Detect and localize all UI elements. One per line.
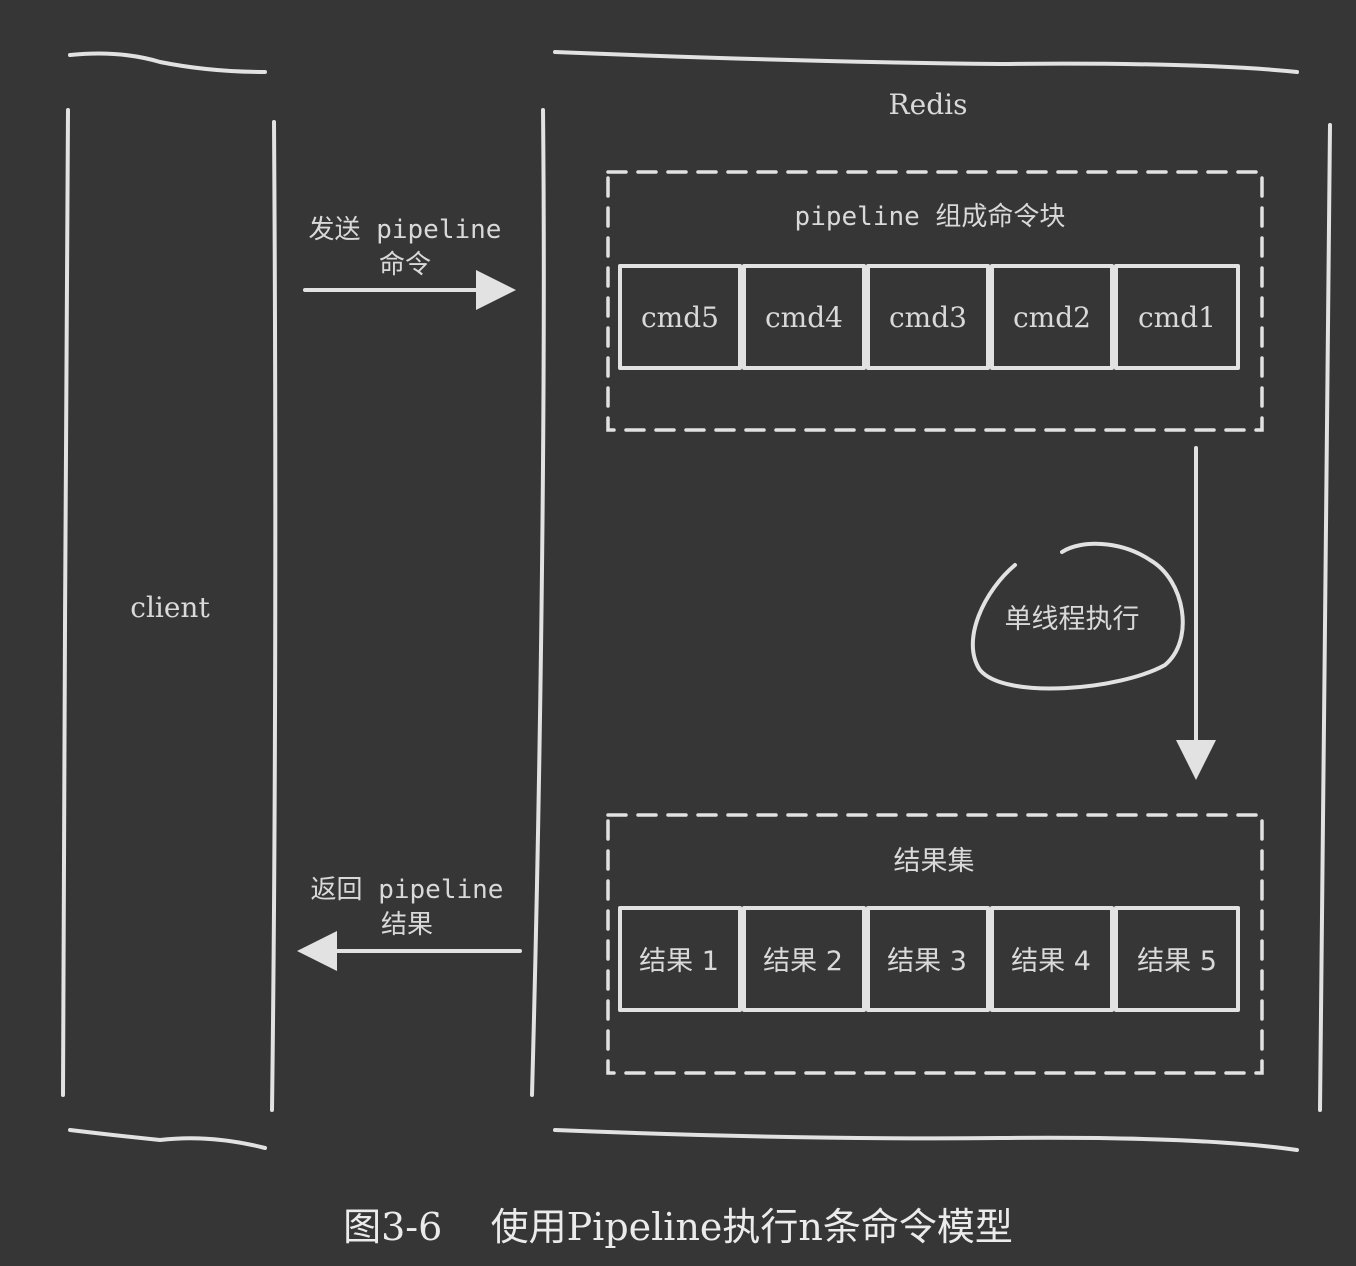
result-set-title: 结果集 [894,846,975,877]
send-label-line2: 命令 [379,250,431,280]
result-cell-label: 结果 2 [763,946,843,977]
command-cell [742,264,866,370]
result-cell [742,906,866,1012]
return-label-line2: 结果 [381,910,433,940]
command-cell-label: cmd1 [1138,301,1216,334]
result-cell-label: 结果 3 [887,946,967,977]
redis-column [530,50,1332,1152]
return-label-line1: 返回 pipeline [311,875,504,905]
command-cell [618,264,742,370]
command-cell [990,264,1114,370]
result-cell [990,906,1114,1012]
command-cell [1114,264,1240,370]
client-label: client [130,591,210,624]
command-cell-label: cmd2 [1013,301,1091,334]
command-cell-label: cmd3 [889,301,967,334]
execution-label: 单线程执行 [1005,604,1140,635]
figure-caption: 图3-6 使用Pipeline执行n条命令模型 [343,1205,1013,1249]
command-block-title: pipeline 组成命令块 [795,202,1066,232]
send-label-line1: 发送 pipeline [309,215,502,245]
execution-loop [970,541,1185,691]
result-cell [1114,906,1240,1012]
command-cells [618,264,1240,370]
command-cell [866,264,990,370]
command-block-frame [606,170,1264,432]
result-cell [618,906,742,1012]
result-cell-label: 结果 4 [1011,946,1091,977]
pipeline-diagram: client Redis 发送 pipeline 命令 返回 pipeline … [61,50,1332,1152]
client-column [61,51,278,1150]
command-cell-label: cmd5 [641,301,719,334]
redis-label: Redis [889,88,968,121]
result-set-frame [606,813,1264,1075]
command-cell-label: cmd4 [765,301,843,334]
result-cell-label: 结果 1 [639,946,719,977]
result-cells [618,906,1240,1012]
result-cell [866,906,990,1012]
result-cell-label: 结果 5 [1137,946,1217,977]
